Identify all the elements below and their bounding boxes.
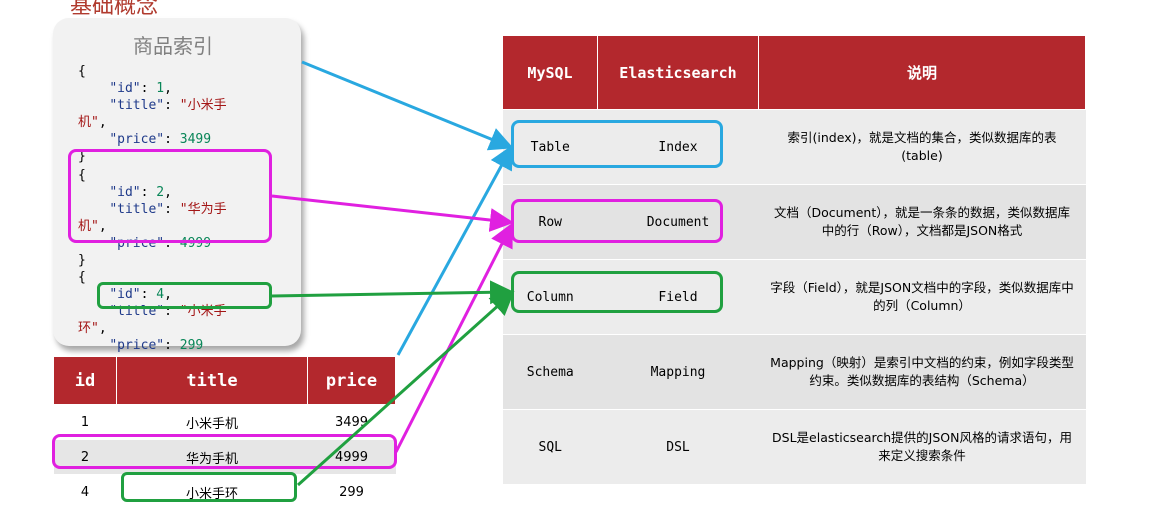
table-row: Schema Mapping Mapping（映射）是索引中文档的约束，例如字段… — [503, 334, 1086, 410]
cell-elasticsearch: Document — [597, 184, 759, 260]
col-header-id: id — [53, 356, 117, 405]
cell-description: DSL是elasticsearch提供的JSON风格的请求语句，用来定义搜索条件 — [758, 409, 1086, 484]
highlight-json-doc-2 — [68, 149, 272, 243]
json-doc-1: { "id": 1, "title": "小米手 机", "price": 34… — [78, 64, 227, 164]
highlight-json-title-field — [97, 282, 272, 309]
arrow-dbcolumn-to-column — [296, 290, 515, 487]
table-row: SQL DSL DSL是elasticsearch提供的JSON风格的请求语句，… — [503, 409, 1086, 484]
col-header-title: title — [116, 356, 308, 405]
col-header-mysql: MySQL — [503, 36, 598, 110]
arrow-jsonfield-to-field — [271, 280, 514, 305]
arrow-doc-to-document — [271, 194, 514, 232]
table-header-row: MySQL Elasticsearch 说明 — [503, 36, 1086, 110]
col-header-description: 说明 — [758, 36, 1086, 110]
section-heading: 基础概念 — [70, 0, 159, 19]
card-title: 商品索引 — [133, 34, 213, 58]
cell-mysql: Row — [503, 184, 598, 260]
cell-mysql: SQL — [503, 409, 598, 484]
product-index-card: 商品索引 — [53, 18, 301, 346]
cell-elasticsearch: DSL — [597, 409, 759, 484]
table-header-row: id title price — [53, 356, 396, 405]
cell-elasticsearch: Mapping — [597, 334, 759, 410]
connector-arrows — [271, 60, 515, 487]
json-doc-2: { "id": 2, "title": "华为手 机", "price": 49… — [78, 168, 227, 268]
cell-description: 索引(index)，就是文档的集合，类似数据库的表(table) — [758, 109, 1086, 185]
cell-description: Mapping（映射）是索引中文档的约束，例如字段类型约束。类似数据库的表结构（… — [758, 334, 1086, 410]
arrow-dbtable-to-table — [396, 144, 513, 356]
cell-mysql: Schema — [503, 334, 598, 410]
col-header-price: price — [307, 356, 396, 405]
cell-description: 字段（Field），就是JSON文档中的字段，类似数据库中的列（Column） — [758, 259, 1086, 335]
cell-description: 文档（Document），就是一条条的数据，类似数据库中的行（Row），文档都是… — [758, 184, 1086, 260]
table-row: Row Document 文档（Document），就是一条条的数据，类似数据库… — [503, 184, 1086, 260]
table-row: Table Index 索引(index)，就是文档的集合，类似数据库的表(ta… — [503, 109, 1086, 185]
col-header-elasticsearch: Elasticsearch — [597, 36, 759, 110]
arrow-card-to-index — [301, 60, 514, 151]
arrow-dbrow-to-row — [394, 222, 513, 453]
